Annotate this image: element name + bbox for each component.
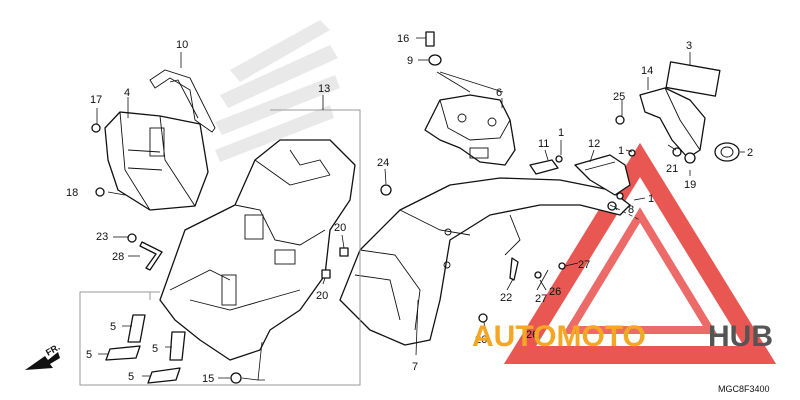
callout-10: 10 xyxy=(176,39,188,51)
callout-25: 25 xyxy=(613,91,625,103)
leader-lines xyxy=(96,37,745,381)
part-12-bracket xyxy=(574,154,631,196)
front-direction-arrow: FR. xyxy=(25,342,62,370)
callout-5-c: 5 xyxy=(152,343,158,355)
callout-1-low: 1 xyxy=(648,193,654,205)
part-14-license-bracket xyxy=(639,61,721,159)
callout-23: 23 xyxy=(96,231,108,243)
background-stripes xyxy=(215,20,340,162)
callout-26-left: 26 xyxy=(475,334,487,346)
callout-24: 24 xyxy=(377,157,389,169)
part-13-inner-fender xyxy=(159,139,356,361)
group-box-13 xyxy=(79,109,361,386)
callout-20-lower: 20 xyxy=(316,290,328,302)
callout-22: 22 xyxy=(500,292,512,304)
callout-27-low: 27 xyxy=(535,293,547,305)
callout-19: 19 xyxy=(684,179,696,191)
watermark-word-right: HUB xyxy=(708,320,773,353)
callout-5-b: 5 xyxy=(86,349,92,361)
part-5-labels xyxy=(105,314,186,384)
callout-20-upper: 20 xyxy=(334,222,346,234)
callout-labels: 10 4 17 18 23 28 13 16 9 6 24 20 20 11 1… xyxy=(66,33,753,385)
part-11-grommet xyxy=(529,159,559,175)
callout-17: 17 xyxy=(90,94,102,106)
callout-15: 15 xyxy=(202,373,214,385)
callout-21: 21 xyxy=(666,163,678,175)
diagram-code: MGC8F3400 xyxy=(718,384,770,394)
callout-5-a: 5 xyxy=(110,321,116,333)
callout-7: 7 xyxy=(412,361,418,373)
callout-26-low: 26 xyxy=(526,329,538,341)
callout-16: 16 xyxy=(397,33,409,45)
watermark-wordmark: AUTOMOTO HUB xyxy=(472,320,773,353)
watermark-logo xyxy=(503,142,777,364)
part-2-reflector xyxy=(714,142,740,162)
callout-9: 9 xyxy=(407,55,413,67)
callout-1-mid: 1 xyxy=(618,145,624,157)
part-10-gasket xyxy=(149,69,216,133)
callout-6: 6 xyxy=(496,87,502,99)
part-6-bracket xyxy=(424,94,516,166)
watermark-word-left: AUTOMOTO xyxy=(472,320,646,353)
callout-11: 11 xyxy=(538,138,549,150)
callout-3: 3 xyxy=(686,40,692,52)
part-4-battery-case xyxy=(104,111,209,211)
part-7-rear-fender xyxy=(339,177,631,346)
callout-13: 13 xyxy=(318,83,330,95)
callout-27-right: 27 xyxy=(578,259,590,271)
callout-18: 18 xyxy=(66,187,78,199)
callout-2: 2 xyxy=(747,147,753,159)
callout-8: 8 xyxy=(628,204,634,216)
part-28-strap xyxy=(139,241,163,271)
callout-5-d: 5 xyxy=(128,371,134,383)
callout-12: 12 xyxy=(588,138,600,150)
callout-4: 4 xyxy=(124,87,130,99)
callout-1-top: 1 xyxy=(558,127,564,139)
fasteners xyxy=(91,31,696,384)
callout-14: 14 xyxy=(641,65,653,77)
callout-26-mid: 26 xyxy=(549,286,561,298)
callout-28: 28 xyxy=(112,251,124,263)
